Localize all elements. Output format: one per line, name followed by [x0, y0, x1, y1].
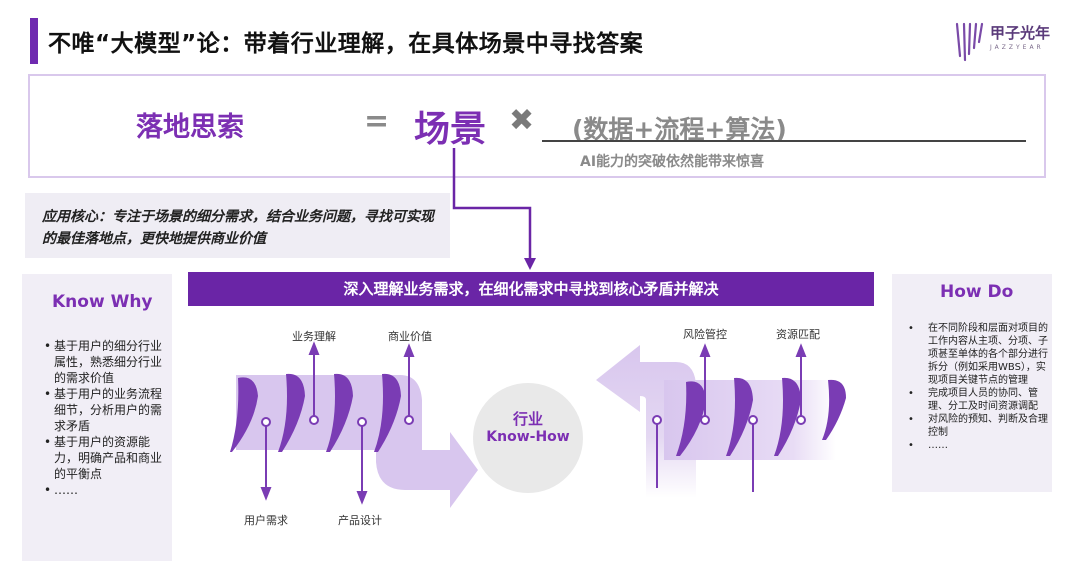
formula-right-term: (数据+流程+算法) [572, 115, 787, 144]
how-do-panel: How Do 在不同阶段和层面对项目的工作内容从主项、分项、子项甚至单体的各个部… [892, 274, 1052, 492]
logo-subtext: JAZZYEAR [990, 44, 1044, 51]
know-why-list: 基于用户的细分行业属性，熟悉细分行业的需求价值 基于用户的业务流程细节，分析用户… [44, 338, 166, 498]
left-band-shape [236, 375, 478, 508]
list-item: …… [906, 439, 1048, 452]
formula-box [28, 74, 1046, 178]
left-band-folds [230, 373, 401, 452]
formula-subtitle: AI能力的突破依然能带来惊喜 [580, 154, 765, 170]
list-item: 基于用户的细分行业属性，熟悉细分行业的需求价值 [44, 338, 166, 386]
jazzyear-logo-icon [955, 22, 984, 62]
list-item: 基于用户的资源能力，明确产品和商业的平衡点 [44, 434, 166, 482]
left-arrow-dots [261, 415, 414, 427]
title-accent-bar [30, 18, 38, 64]
label-user-needs: 用户需求 [244, 514, 288, 527]
label-risk-control: 风险管控 [683, 328, 727, 341]
logo-text: 甲子光年 [990, 24, 1051, 42]
label-product-design: 产品设计 [338, 514, 382, 527]
formula-equals: = [364, 104, 390, 139]
scene-connector-arrowhead [524, 258, 536, 270]
right-band-folds [676, 377, 846, 456]
label-resource-match: 资源匹配 [776, 328, 820, 341]
core-text: 应用核心：专注于场景的细分需求，结合业务问题，寻找可实现的最佳落地点，更快地提供… [42, 209, 434, 247]
core-box [25, 193, 450, 258]
list-item: 在不同阶段和层面对项目的工作内容从主项、分项、子项甚至单体的各个部分进行拆分（例… [906, 322, 1048, 387]
formula-underline [542, 140, 1026, 142]
list-item: …… [44, 482, 166, 498]
list-item: 基于用户的业务流程细节，分析用户的需求矛盾 [44, 386, 166, 434]
label-business-value: 商业价值 [388, 330, 432, 343]
know-why-title: Know Why [52, 292, 153, 312]
know-how-line2: Know-How [486, 429, 570, 445]
right-arrow-dots [652, 415, 806, 425]
know-how-circle [473, 383, 583, 493]
how-do-title: How Do [940, 282, 1014, 302]
know-how-line1: 行业 [512, 410, 543, 428]
formula-left-term: 落地思索 [136, 112, 244, 143]
page-title: 不唯“大模型”论：带着行业理解，在具体场景中寻找答案 [48, 31, 644, 57]
right-arrows [656, 343, 807, 492]
list-item: 对风险的预知、判断及合理控制 [906, 413, 1048, 439]
left-arrows [260, 341, 415, 505]
know-why-panel: Know Why 基于用户的细分行业属性，熟悉细分行业的需求价值 基于用户的业务… [22, 274, 172, 561]
formula-scene-term: 场景 [414, 109, 487, 150]
label-business-understanding: 业务理解 [292, 330, 336, 343]
how-do-list: 在不同阶段和层面对项目的工作内容从主项、分项、子项甚至单体的各个部分进行拆分（例… [906, 322, 1048, 452]
formula-times: ✖ [509, 103, 535, 138]
banner: 深入理解业务需求，在细化需求中寻找到核心矛盾并解决 [188, 272, 874, 306]
scene-connector-arrow [452, 148, 532, 262]
list-item: 完成项目人员的协同、管理、分工及时间资源调配 [906, 387, 1048, 413]
